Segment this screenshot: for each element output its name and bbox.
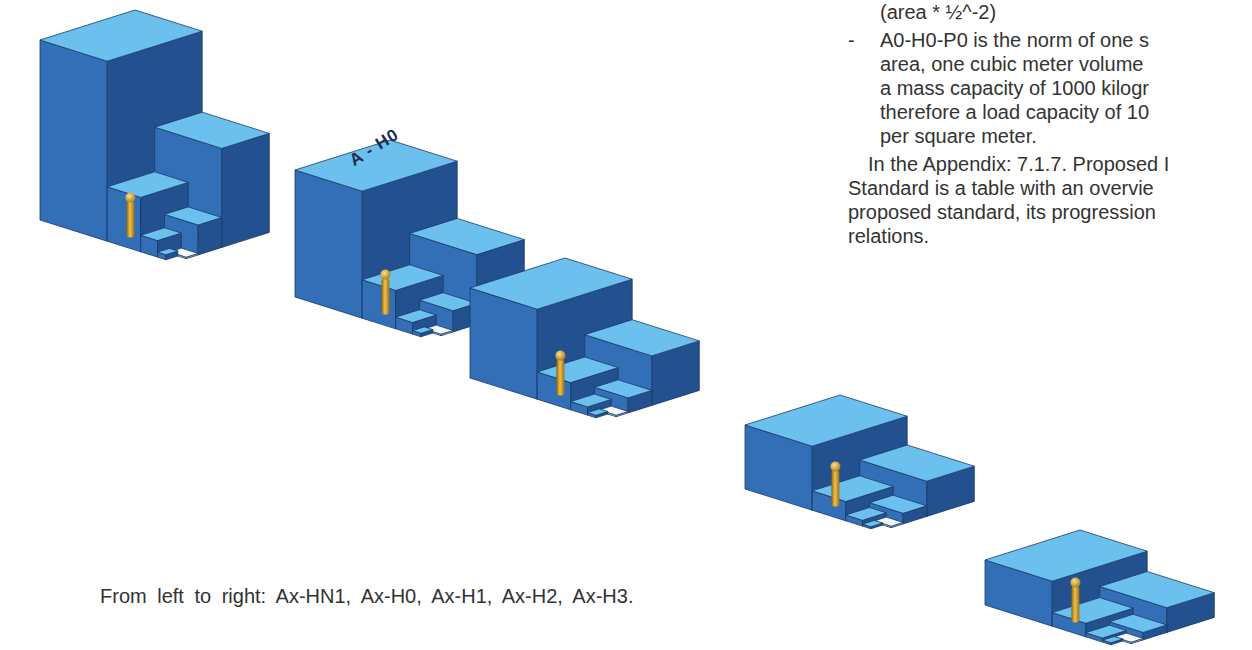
box-face [410,218,525,254]
box-face [470,258,632,309]
note-text: A0-H0-P0 is the norm of one s [880,28,1149,52]
box-face [413,327,433,333]
box-face [585,320,700,356]
scale-figure-head [125,193,135,203]
scale-figure [1071,587,1079,623]
box-face [107,172,188,198]
note-text: (area * ½^-2) [880,0,996,24]
box-face [588,409,608,415]
scale-figure [556,360,564,396]
box-face [107,187,141,252]
note-text: relations. [848,224,929,248]
box-face [362,265,443,291]
box-face [812,476,893,502]
note-text: a mass capacity of 1000 kilogr [880,76,1149,100]
box-face [420,293,477,311]
box-face [1103,636,1123,642]
note-text: per square meter. [880,124,1037,148]
bullet-mark: - [848,28,855,52]
scale-figure [381,279,389,315]
note-text: therefore a load capacity of 10 [880,100,1149,124]
box-face [1100,572,1215,608]
box-face [295,170,362,318]
note-text: Standard is a table with an overvie [848,176,1154,200]
scale-figure [831,471,839,507]
box-face [846,508,887,521]
box-face [595,380,652,398]
box-face [537,357,618,383]
note-text: In the Appendix: 7.1.7. Proposed I [868,152,1169,176]
scale-figure-head [555,351,565,361]
box-face [40,10,202,61]
box-face [860,445,975,481]
scale-figure-head [830,462,840,472]
scale-figure-head [1070,578,1080,588]
scale-figure [126,202,134,238]
box-face [158,248,178,254]
caption-text: From left to right: Ax-HN1, Ax-H0, Ax-H1… [100,584,633,608]
note-text: proposed standard, its progression [848,200,1156,224]
scale-figure-head [380,270,390,280]
box-face [985,530,1147,581]
note-text: area, one cubic meter volume [880,52,1143,76]
box-face [155,112,270,148]
box-face [222,133,269,247]
box-face [863,520,883,526]
box-face [165,207,222,225]
box-face [396,310,437,323]
box-face [745,395,907,446]
box-face [571,394,612,407]
box-face [40,40,107,241]
box-face [141,228,182,241]
